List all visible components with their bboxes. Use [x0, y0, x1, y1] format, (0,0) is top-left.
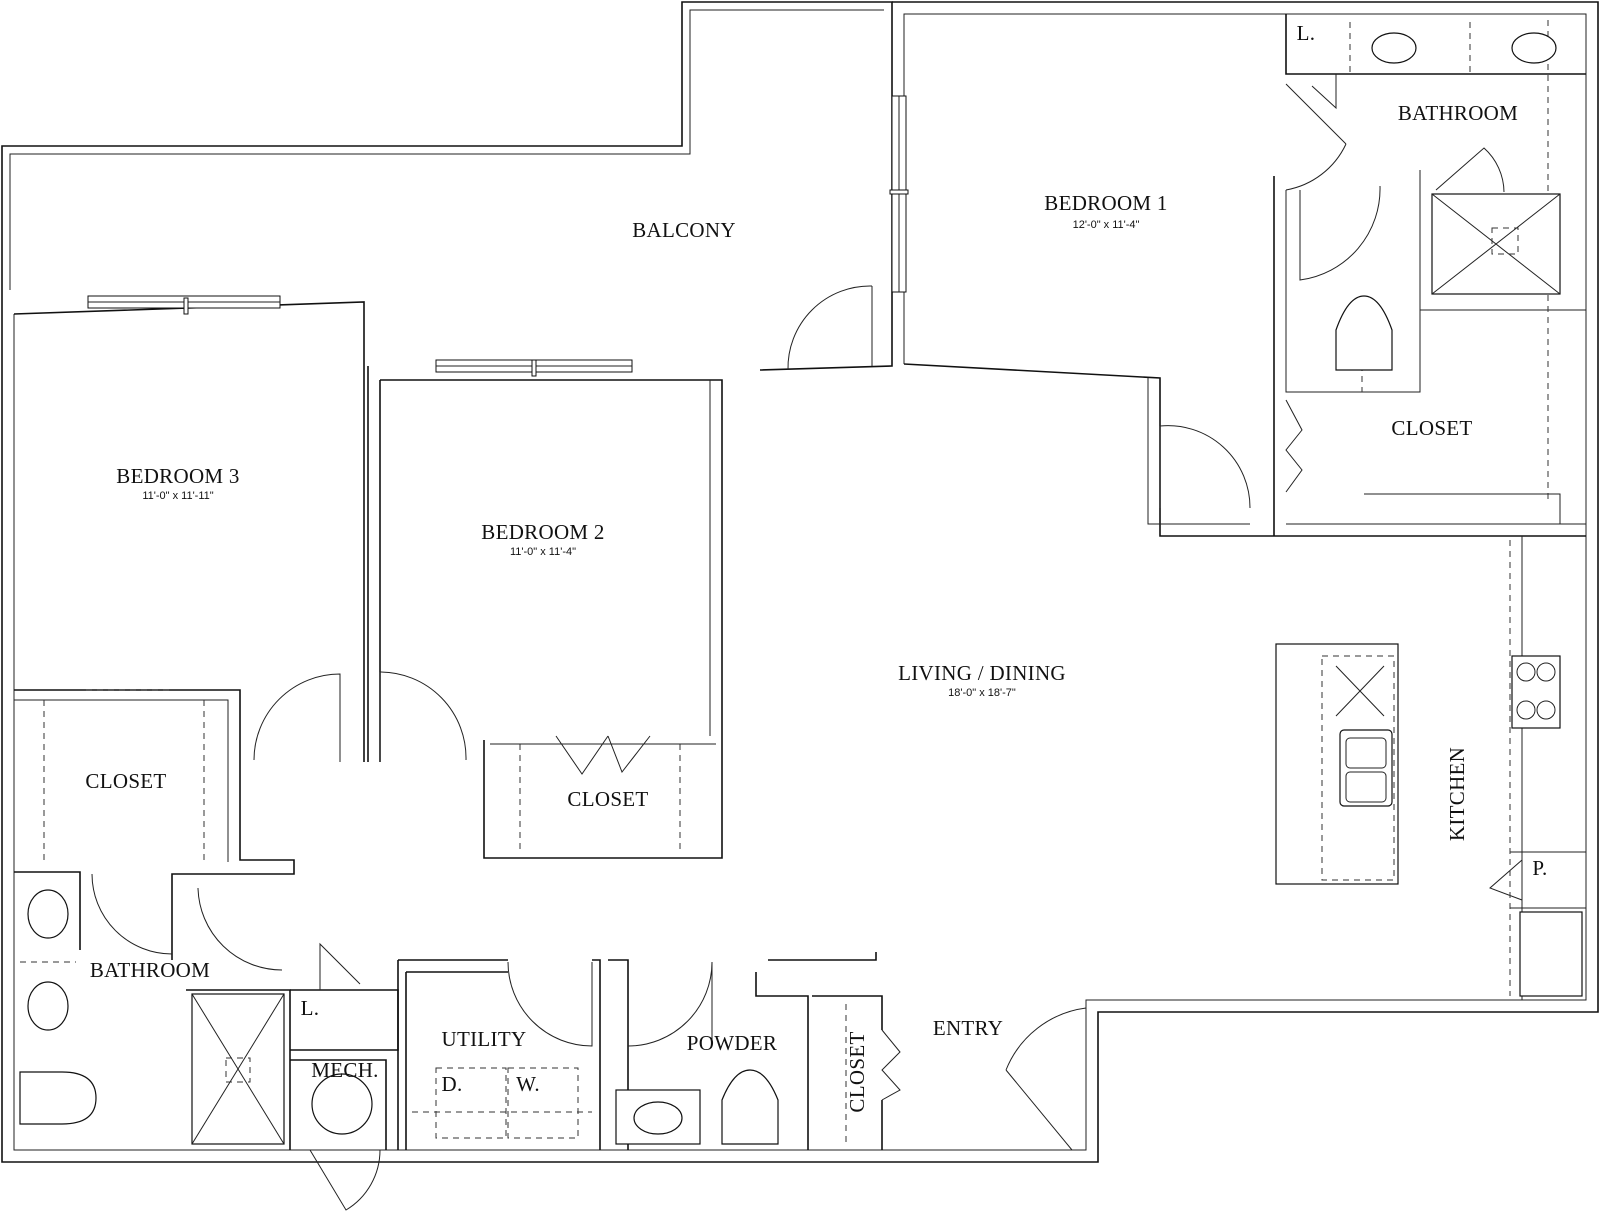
room-labels: BALCONY BEDROOM 1 12'-0" x 11'-4" BATHRO… — [85, 21, 1547, 1113]
living-dining-dimensions: 18'-0" x 18'-7" — [948, 687, 1016, 699]
master-sink-left — [1371, 32, 1417, 64]
kitchen-label: KITCHEN — [1445, 747, 1469, 841]
bedroom-3-label: BEDROOM 3 — [116, 464, 239, 488]
bedroom-1-label: BEDROOM 1 — [1044, 191, 1167, 215]
mech-label: MECH. — [311, 1058, 378, 1082]
powder-label: POWDER — [687, 1031, 777, 1055]
bedroom-1-dimensions: 12'-0" x 11'-4" — [1073, 219, 1140, 231]
master-sink-right — [1511, 32, 1557, 64]
powder-toilet — [721, 1069, 779, 1145]
pantry-label: P. — [1532, 856, 1547, 880]
hall-sink-top — [27, 889, 69, 939]
balcony-label: BALCONY — [632, 218, 736, 242]
bedroom-3-dimensions: 11'-0" x 11'-11" — [142, 490, 213, 502]
hall-toilet — [19, 1071, 97, 1125]
closet-shelving — [43, 20, 1561, 1144]
master-closet-label: CLOSET — [1391, 416, 1472, 440]
entry-label: ENTRY — [933, 1016, 1003, 1040]
dryer-label: D. — [441, 1072, 462, 1096]
fixtures — [19, 22, 1583, 1145]
living-dining-label: LIVING / DINING — [898, 661, 1066, 685]
doors — [91, 74, 1523, 1211]
powder-sink — [633, 1101, 683, 1135]
master-linen-label: L. — [1297, 21, 1316, 45]
master-bathroom-label: BATHROOM — [1398, 101, 1518, 125]
bedroom-2-dimensions: 11'-0" x 11'-4" — [510, 546, 576, 558]
bedroom-3-closet-label: CLOSET — [85, 769, 166, 793]
refrigerator — [1519, 911, 1583, 997]
bedroom-2-closet-label: CLOSET — [567, 787, 648, 811]
hall-bathroom-label: BATHROOM — [90, 958, 210, 982]
washer-label: W. — [516, 1072, 540, 1096]
exterior-walls — [1, 1, 1599, 1163]
master-toilet — [1335, 295, 1393, 371]
bedroom-2-label: BEDROOM 2 — [481, 520, 604, 544]
interior-walls — [13, 14, 1586, 1150]
kitchen-range — [1511, 655, 1561, 729]
utility-label: UTILITY — [442, 1027, 527, 1051]
water-heater — [311, 1073, 373, 1135]
hall-sink-bottom — [27, 981, 69, 1031]
balcony-area — [1, 1, 893, 371]
entry-closet-label: CLOSET — [845, 1031, 869, 1112]
hall-linen-label: L. — [301, 996, 320, 1020]
windows — [87, 95, 909, 377]
